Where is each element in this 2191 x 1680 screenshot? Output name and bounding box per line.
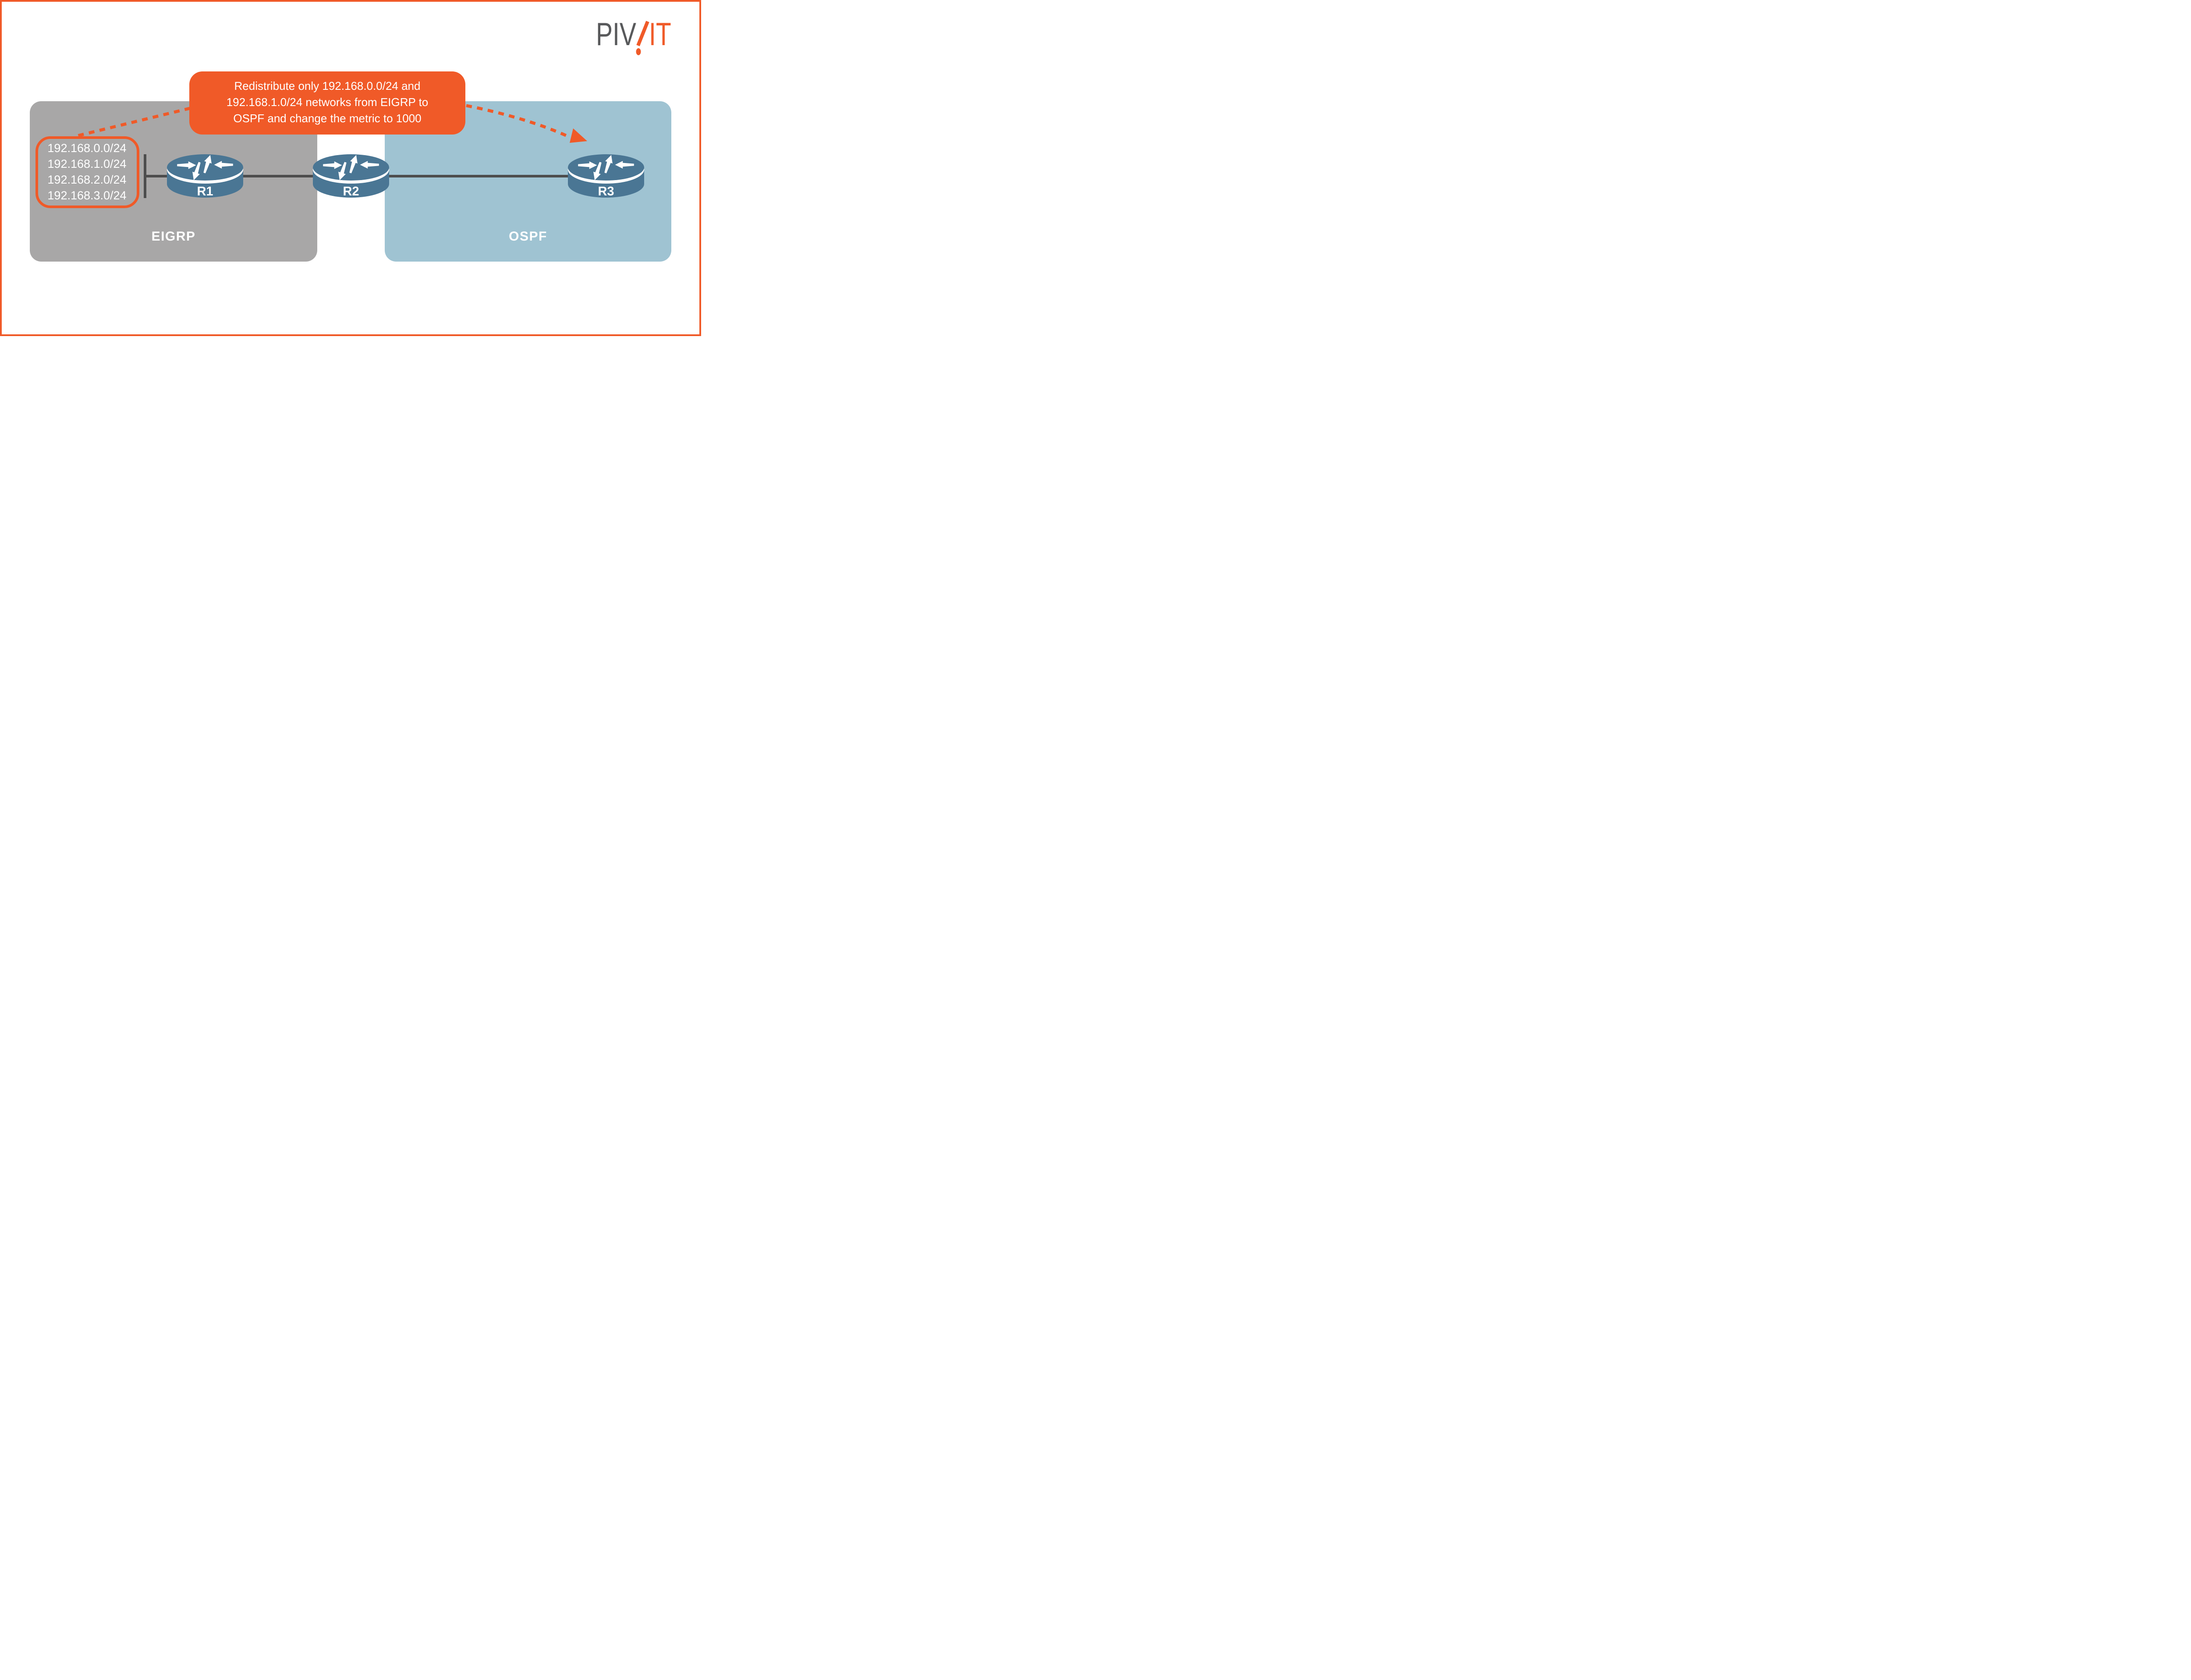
pivit-logo-icon: PIV IT bbox=[596, 16, 671, 55]
callout-line: Redistribute only 192.168.0.0/24 and bbox=[234, 79, 421, 92]
network-item: 192.168.3.0/24 bbox=[47, 189, 127, 202]
router-icon: R2 bbox=[313, 154, 389, 198]
logo-text-gray: PIV bbox=[596, 16, 636, 52]
pivit-logo: PIV IT bbox=[596, 16, 671, 58]
redistribution-callout: Redistribute only 192.168.0.0/24 and 192… bbox=[189, 71, 465, 135]
router-icon: R3 bbox=[568, 154, 644, 198]
network-list: 192.168.0.0/24 192.168.1.0/24 192.168.2.… bbox=[38, 140, 136, 203]
callout-line: OSPF and change the metric to 1000 bbox=[233, 112, 422, 125]
router-icon: R1 bbox=[167, 154, 243, 198]
network-list-box: 192.168.0.0/24 192.168.1.0/24 192.168.2.… bbox=[35, 136, 139, 208]
callout-line: 192.168.1.0/24 networks from EIGRP to bbox=[226, 96, 429, 109]
network-item: 192.168.2.0/24 bbox=[47, 173, 127, 186]
network-item: 192.168.1.0/24 bbox=[47, 157, 127, 170]
eigrp-region-label: EIGRP bbox=[151, 229, 196, 244]
ospf-region-label: OSPF bbox=[509, 229, 547, 244]
router-r1: R1 bbox=[167, 154, 243, 198]
router-r3: R3 bbox=[568, 154, 644, 198]
logo-dot-icon bbox=[636, 48, 641, 55]
network-diagram: EIGRP OSPF 192.168.0.0/24 192.168.1.0/24… bbox=[0, 0, 701, 336]
logo-text-orange: IT bbox=[649, 16, 671, 52]
router-r2: R2 bbox=[313, 154, 389, 198]
router-label: R1 bbox=[197, 184, 213, 198]
network-item: 192.168.0.0/24 bbox=[47, 142, 127, 155]
router-label: R2 bbox=[343, 184, 359, 198]
router-label: R3 bbox=[598, 184, 614, 198]
logo-slash-icon bbox=[636, 21, 649, 46]
